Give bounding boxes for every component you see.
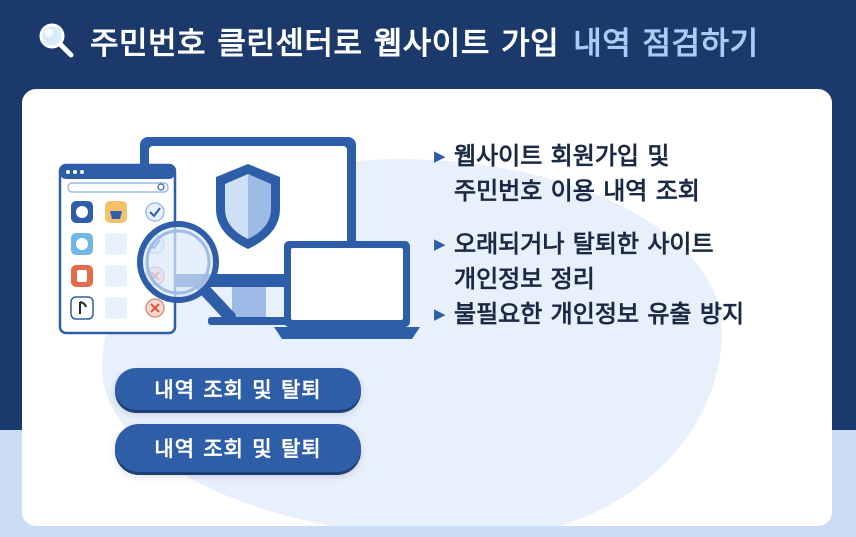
magnifier-icon <box>39 23 74 58</box>
triangle-bullet-icon: ▶ <box>434 147 446 165</box>
lookup-withdraw-button[interactable]: 내역 조회 및 탈퇴 <box>115 368 361 410</box>
lookup-withdraw-button-2[interactable]: 내역 조회 및 탈퇴 <box>115 424 361 472</box>
triangle-bullet-icon: ▶ <box>434 305 446 323</box>
security-illustration <box>58 137 420 339</box>
content-card: ▶ 웹사이트 회원가입 및 주민번호 이용 내역 조회 ▶ 오래되거나 탈퇴한 … <box>22 89 832 526</box>
title-main: 주민번호 클린센터로 웹사이트 가입 <box>90 25 560 62</box>
feature-list: ▶ 웹사이트 회원가입 및 주민번호 이용 내역 조회 ▶ 오래되거나 탈퇴한 … <box>434 139 744 350</box>
shield-icon <box>216 164 280 249</box>
page-title: 주민번호 클린센터로 웹사이트 가입 내역 점검하기 <box>36 10 759 70</box>
browser-window <box>58 163 177 335</box>
magnifier-glass-icon <box>137 221 236 323</box>
feature-item: ▶ 오래되거나 탈퇴한 사이트 개인정보 정리 <box>434 227 744 297</box>
triangle-bullet-icon: ▶ <box>434 235 446 253</box>
feature-item: ▶ 웹사이트 회원가입 및 주민번호 이용 내역 조회 <box>434 139 744 209</box>
title-highlight: 내역 점검하기 <box>573 25 759 62</box>
feature-item: ▶ 불필요한 개인정보 유출 방지 <box>434 297 744 332</box>
laptop-icon <box>274 241 420 339</box>
